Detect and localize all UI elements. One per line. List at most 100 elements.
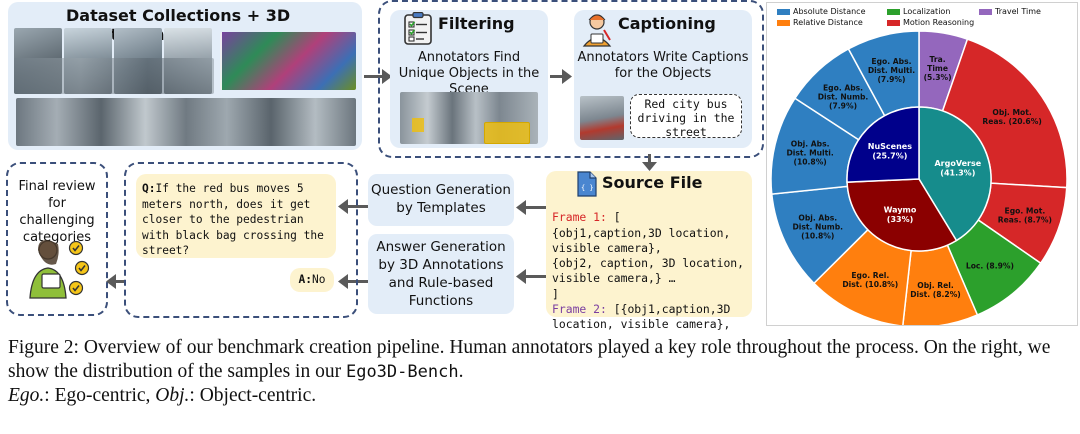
arrow-head-left-icon	[516, 200, 526, 215]
source-file-code: Frame 1: [{obj1,caption,3D location,visi…	[552, 195, 744, 363]
source-file-title: Source File	[602, 173, 703, 192]
caption-example: Red city bus driving in the street	[630, 94, 742, 139]
pie-slice-label: Obj. Abs.Dist. Numb.(10.8%)	[792, 214, 843, 241]
question-prefix: Q:	[142, 182, 156, 195]
code-text: [	[606, 210, 621, 225]
legend-swatch	[777, 19, 790, 26]
legend-item: Absolute Distance	[777, 7, 866, 16]
answer-prefix: A:	[298, 273, 312, 286]
caption-text: : Object-centric.	[189, 385, 317, 406]
answer-generation-box: Answer Generation by 3D Annotations and …	[368, 234, 514, 314]
legend-label: Travel Time	[995, 7, 1041, 16]
filtering-highlight	[484, 122, 530, 144]
arrow-head-left-icon	[516, 269, 526, 284]
pie-slice-label: Obj. Abs.Dist. Multi.(10.8%)	[787, 139, 834, 166]
segmentation-mosaic	[220, 32, 356, 90]
legend-item: Travel Time	[979, 7, 1041, 16]
pie-chart: Tra.Time(5.3%) Obj. Mot.Reas. (20.6%) Ego.…	[770, 30, 1068, 325]
checklist-icon	[404, 12, 432, 45]
legend-label: Motion Reasoning	[903, 18, 975, 27]
arrow-line	[364, 75, 386, 78]
filtering-title: Filtering	[438, 14, 515, 33]
pie-slice-label: Ego. Abs.Dist. Multi.(7.9%)	[868, 57, 915, 84]
final-review-border	[6, 162, 108, 316]
legend-item: Relative Distance	[777, 18, 863, 27]
panorama-photo	[16, 98, 356, 146]
question-generation-box: Question Generation by Templates	[368, 174, 514, 226]
pie-slice-label: Ego. Abs.Dist. Numb.(7.9%)	[818, 83, 869, 110]
captioning-desc: Annotators Write Captions for the Object…	[577, 50, 749, 81]
question-text: If the red bus moves 5 meters north, doe…	[142, 182, 324, 257]
code-line: visible camera},	[552, 240, 662, 255]
pie-slice-inner	[846, 106, 920, 183]
code-line: ]	[552, 286, 559, 301]
pie-slice-label: Waymo(33%)	[884, 206, 917, 224]
filtering-highlight	[412, 118, 424, 132]
arrow-head-down-icon	[642, 162, 657, 171]
captioning-photo	[580, 96, 624, 140]
svg-text:{ }: { }	[581, 184, 594, 192]
frame-label: Frame 2:	[552, 302, 607, 317]
filtering-panel: Filtering Annotators Find Unique Objects…	[390, 10, 548, 148]
qa-group-border	[124, 162, 358, 318]
pie-slice-label: ArgoVerse(41.3%)	[934, 159, 981, 177]
code-line: {obj1,caption,3D location,	[552, 225, 731, 240]
distribution-chart: Absolute Distance Localization Travel Ti…	[766, 2, 1078, 326]
legend-item: Localization	[887, 7, 950, 16]
legend-swatch	[887, 8, 900, 15]
legend-swatch	[777, 8, 790, 15]
dataset-panel: Dataset Collections + 3D annotations	[8, 2, 362, 150]
pie-slice-inner	[846, 178, 958, 252]
caption-benchmark-name: Ego3D-Bench	[345, 362, 459, 382]
pie-slice-label: Tra.Time(5.3%)	[924, 55, 952, 82]
arrow-head-left-icon	[338, 274, 348, 289]
code-text: [{obj1,caption,3D	[606, 302, 731, 317]
code-line: Frame 2: [{obj1,caption,3D	[552, 302, 744, 317]
legend-item: Motion Reasoning	[887, 18, 974, 27]
captioning-panel: Captioning Annotators Write Captions for…	[574, 10, 752, 148]
caption-abbreviation: Ego.	[8, 385, 45, 406]
answer-text: No	[312, 273, 326, 286]
arrow-line	[526, 206, 546, 209]
caption-text: Overview of our benchmark creation pipel…	[8, 337, 1051, 382]
captioning-title: Captioning	[618, 14, 716, 33]
arrow-head-left-icon	[106, 274, 116, 289]
caption-abbreviation: Obj.	[155, 385, 190, 406]
arrow-line	[526, 275, 546, 278]
legend-label: Localization	[903, 7, 951, 16]
pie-slice-label: Obj. Rel.Dist. (8.2%)	[910, 281, 961, 299]
pie-slice-label: Loc. (8.9%)	[966, 261, 1014, 270]
arrow-head-left-icon	[338, 199, 348, 214]
legend-swatch	[979, 8, 992, 15]
reviewer-icon	[29, 240, 90, 299]
annotation-stage-border	[378, 0, 764, 158]
arrow-head-right-icon	[382, 69, 392, 84]
code-line: Frame 1: [	[552, 210, 744, 225]
code-line: visible camera,} …	[552, 271, 676, 286]
frame-label: Frame 1:	[552, 210, 607, 225]
arrow-line	[348, 280, 368, 283]
pie-slice-label: Ego. Mot.Reas. (8.7%)	[998, 207, 1052, 225]
legend-label: Relative Distance	[793, 18, 863, 27]
file-icon: { }	[577, 171, 597, 197]
caption-label: Figure 2:	[8, 337, 79, 358]
arrow-line	[348, 205, 368, 208]
legend-label: Absolute Distance	[793, 7, 866, 16]
filtering-desc: Annotators Find Unique Objects in the Sc…	[398, 50, 540, 97]
source-file-panel: { } Source File Frame 1: [{obj1,caption,…	[546, 171, 752, 331]
pie-slice-label: Ego. Rel.Dist. (10.8%)	[842, 271, 898, 289]
question-box: Q:If the red bus moves 5 meters north, d…	[136, 174, 336, 258]
code-line: location, visible camera},	[552, 317, 731, 332]
caption-text: .	[458, 361, 464, 382]
caption-text: : Ego-centric,	[44, 385, 156, 406]
code-line: {obj2, caption, 3D location,	[552, 256, 745, 271]
arrow-line	[648, 154, 651, 164]
legend-swatch	[887, 19, 900, 26]
answer-box: A:No	[290, 268, 334, 292]
pie-slice-label: NuScenes(25.7%)	[868, 142, 912, 160]
arrow-line	[550, 75, 564, 78]
pie-slice-label: Obj. Mot.Reas. (20.6%)	[982, 108, 1041, 126]
dataset-photo	[14, 58, 214, 94]
figure-caption: Figure 2: Overview of our benchmark crea…	[8, 336, 1074, 408]
arrow-head-right-icon	[562, 69, 572, 84]
